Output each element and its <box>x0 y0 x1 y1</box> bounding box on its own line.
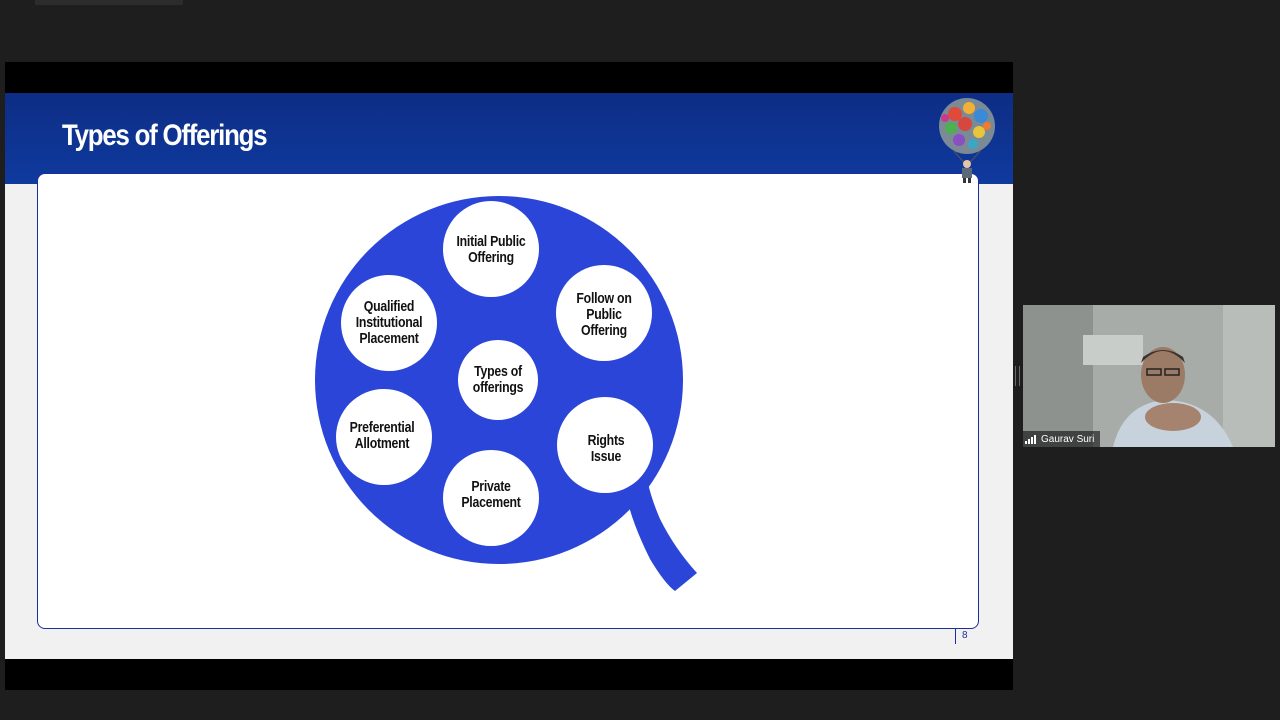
page-number-divider <box>955 629 956 644</box>
bubble-preferential-allotment <box>336 389 432 485</box>
bubble-qualified-institutional-placement <box>341 275 437 371</box>
presentation-slide: Types of Offerings 8 <box>5 93 1013 659</box>
panel-resize-handle[interactable] <box>1015 366 1020 386</box>
offerings-diagram <box>315 196 697 591</box>
participant-name: Gaurav Suri <box>1041 433 1095 445</box>
label-rights-issue: Rights Issue <box>587 432 625 465</box>
participant-name-bar: Gaurav Suri <box>1023 431 1101 447</box>
bubble-private-placement <box>443 450 539 546</box>
slide-title: Types of Offerings <box>62 119 268 152</box>
participant-video <box>1023 305 1275 447</box>
label-qualified-institutional-placement: Qualified Institutional Placement <box>355 298 423 347</box>
top-toolbar-strip <box>35 0 183 5</box>
bubble-follow-on-public-offering <box>556 265 652 361</box>
bubble-types-of-offerings <box>458 340 538 420</box>
slide-header: Types of Offerings <box>5 93 1013 184</box>
participant-video-tile[interactable]: Gaurav Suri <box>1023 305 1275 447</box>
balloon-logo-icon <box>939 98 995 183</box>
page-number: 8 <box>962 630 968 641</box>
label-types-of-offerings: Types of offerings <box>472 363 524 396</box>
signal-strength-icon <box>1025 435 1036 444</box>
label-private-placement: Private Placement <box>461 478 521 511</box>
label-preferential-allotment: Preferential Allotment <box>349 419 415 452</box>
label-initial-public-offering: Initial Public Offering <box>456 233 526 266</box>
bubble-rights-issue <box>557 397 653 493</box>
label-follow-on-public-offering: Follow on Public Offering <box>576 290 632 339</box>
bubble-initial-public-offering <box>443 201 539 297</box>
